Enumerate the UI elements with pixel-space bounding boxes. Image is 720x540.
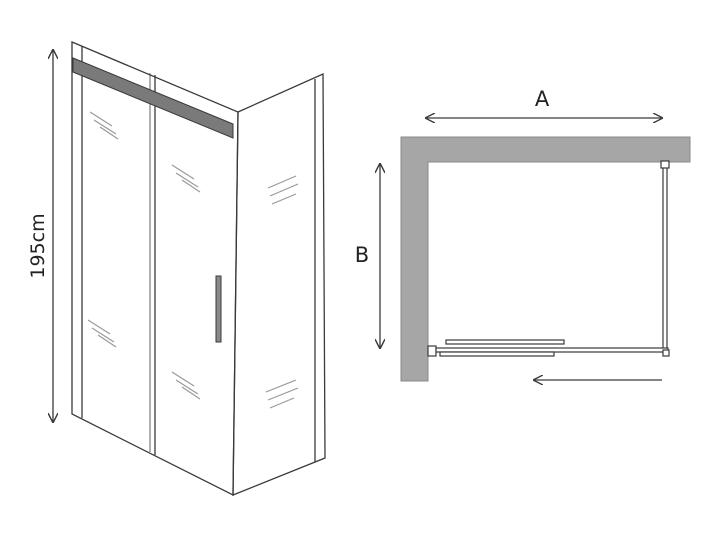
side-panel-plan xyxy=(660,160,670,354)
wall-profile-right xyxy=(660,160,670,169)
glass-reflection-marks xyxy=(87,111,299,409)
front-panel xyxy=(71,41,239,497)
top-rail xyxy=(72,57,234,139)
side-panel xyxy=(232,72,326,496)
height-dimension: 195cm xyxy=(27,50,53,422)
height-label: 195cm xyxy=(27,213,49,278)
fixed-glass-panel xyxy=(435,347,669,353)
depth-dimension: B xyxy=(355,164,380,348)
front-doors-plan xyxy=(427,339,670,357)
door-handle xyxy=(215,275,222,343)
sliding-door-panel xyxy=(445,339,565,345)
depth-label: B xyxy=(355,243,369,267)
width-label: A xyxy=(535,87,550,111)
width-dimension: A xyxy=(426,87,662,118)
perspective-view: 195cm xyxy=(27,41,326,497)
wall-profile-left xyxy=(427,345,437,357)
plan-view: A B xyxy=(355,87,691,381)
